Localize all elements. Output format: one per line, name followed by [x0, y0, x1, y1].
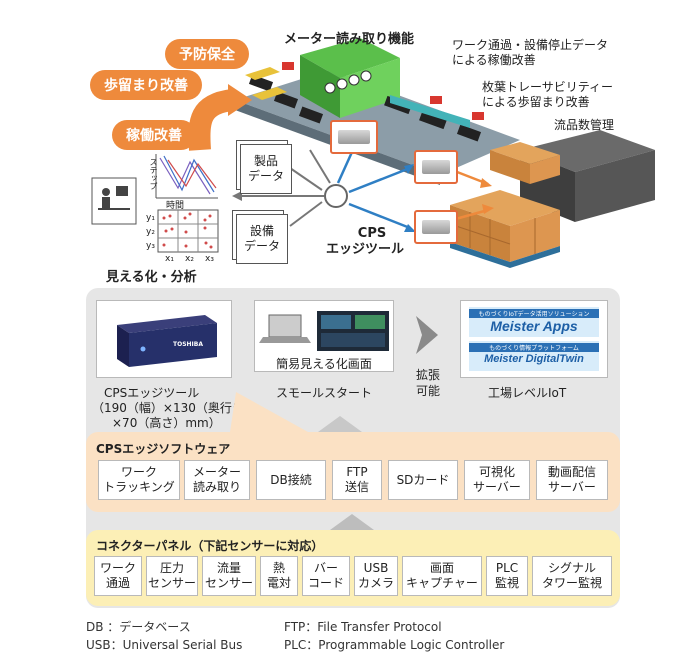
product-data-line2: データ	[247, 169, 284, 183]
sw-meter-reading: メーター読み取り	[184, 460, 250, 500]
cn-thermocouple: 熱電対	[260, 556, 298, 596]
simple-visualization-card: 簡易見える化画面	[254, 300, 394, 372]
work-passage-callout-line1: ワーク通過・設備停止データ	[452, 38, 609, 52]
expandable-line1: 拡張	[416, 368, 441, 382]
product-data-line1: 製品	[253, 154, 278, 168]
meter-reading-callout: メーター読み取り機能	[284, 32, 415, 47]
traceability-callout-line2: による歩留まり改善	[482, 95, 590, 109]
visualization-analysis-title: 見える化・分析	[106, 270, 197, 285]
legend-plc: PLC：Programmable Logic Controller	[284, 638, 505, 652]
connector-up-arrow-icon	[330, 514, 374, 530]
cn-flow-sensor: 流量センサー	[202, 556, 256, 596]
x2-label: x₂	[185, 254, 194, 264]
legend-usb: USB：Universal Serial Bus	[86, 638, 243, 652]
edge-device-photo	[117, 315, 217, 367]
factory-iot-card: ものづくりIoTデータ活用ソリューション Meister Apps ものづくり情…	[460, 300, 608, 378]
meister-apps-subtitle: ものづくりIoTデータ活用ソリューション	[469, 309, 599, 318]
device-caption-line1: CPSエッジツール	[104, 386, 200, 400]
work-passage-callout-line2: による稼働改善	[452, 53, 536, 67]
edge-device-middle	[414, 150, 458, 184]
traceability-callout-line1: 枚葉トレーサビリティー	[482, 80, 614, 94]
cn-work-passage: ワーク通過	[94, 556, 142, 596]
software-up-arrow-icon	[318, 416, 362, 432]
cps-edge-device-card: TOSHIBA	[96, 300, 232, 378]
edge-device-top	[330, 120, 378, 154]
analysis-visualization	[91, 154, 219, 253]
cn-screen-capture: 画面キャプチャー	[402, 556, 482, 596]
connector-title: コネクターパネル（下記センサーに対応）	[96, 539, 324, 553]
cps-label-line1: CPS	[357, 226, 387, 241]
device-caption-line3: ×70（高さ）mm）	[112, 416, 221, 430]
equipment-data-line1: 設備	[249, 224, 274, 238]
product-count-callout: 流品数管理	[554, 118, 615, 132]
y2-label: y₂	[146, 227, 155, 237]
yield-improvement-pill: 歩留まり改善	[90, 70, 202, 100]
device-caption-line2: （190（幅）×130（奥行き）	[92, 401, 256, 415]
expand-chevron-icon	[416, 316, 438, 354]
x1-label: x₁	[165, 254, 174, 264]
software-title: CPSエッジソフトウェア	[96, 442, 231, 456]
meister-digitaltwin-badge: ものづくり情報プラットフォーム Meister DigitalTwin	[469, 341, 599, 371]
y3-label: y₃	[146, 241, 155, 251]
cn-barcode: バーコード	[302, 556, 350, 596]
cn-pressure-sensor: 圧力センサー	[146, 556, 198, 596]
product-data-document: 製品 データ	[240, 144, 292, 194]
meister-digitaltwin-subtitle: ものづくり情報プラットフォーム	[469, 343, 599, 352]
factory-iot-label: 工場レベルIoT	[488, 386, 567, 400]
meister-apps-badge: ものづくりIoTデータ活用ソリューション Meister Apps	[469, 307, 599, 337]
legend-ftp: FTP：File Transfer Protocol	[284, 620, 442, 634]
edge-device-bottom	[414, 210, 458, 244]
small-start-label: スモールスタート	[276, 386, 373, 400]
cps-hub-icon	[324, 184, 348, 208]
legend-db: DB ：データベース	[86, 620, 191, 634]
expandable-line2: 可能	[416, 384, 441, 398]
sw-visualization-server: 可視化サーバー	[464, 460, 530, 500]
laptop-screen-photo	[259, 311, 389, 351]
equipment-data-document: 設備 データ	[236, 214, 288, 264]
sw-sd-card: SDカード	[388, 460, 458, 500]
meister-apps-logo: Meister Apps	[490, 318, 578, 334]
time-axis-label: 時間	[166, 201, 185, 211]
step-axis-label: ステップ	[149, 158, 158, 190]
simple-visualization-caption: 簡易見える化画面	[276, 357, 372, 371]
sw-db-connection: DB接続	[256, 460, 326, 500]
y1-label: y₁	[146, 213, 155, 223]
preventive-maintenance-pill: 予防保全	[165, 39, 249, 69]
meister-digitaltwin-logo: Meister DigitalTwin	[484, 353, 584, 365]
cps-label-line2: エッジツール	[326, 242, 405, 257]
device-pointer	[230, 392, 308, 432]
sw-video-server: 動画配信サーバー	[536, 460, 608, 500]
toshiba-logo: TOSHIBA	[173, 341, 203, 348]
cn-signal-tower: シグナルタワー監視	[532, 556, 612, 596]
equipment-data-line2: データ	[243, 239, 280, 253]
x3-label: x₃	[205, 254, 214, 264]
operation-improvement-pill: 稼働改善	[112, 120, 196, 150]
sw-work-tracking: ワークトラッキング	[98, 460, 180, 500]
